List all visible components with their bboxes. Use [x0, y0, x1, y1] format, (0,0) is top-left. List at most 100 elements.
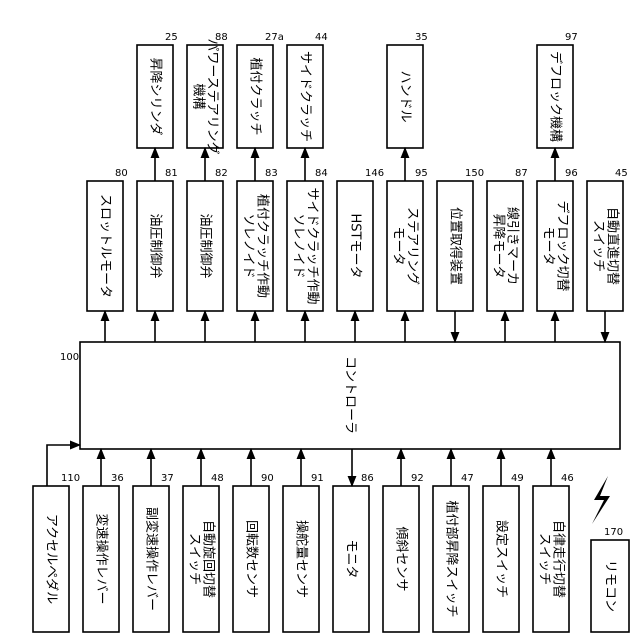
- hst-motor-label-1: HSTモータ: [348, 214, 363, 279]
- accelerator-pedal-block: アクセルペダル 110: [33, 473, 80, 632]
- auto-straight-switch-label-2: スイッチ: [591, 220, 606, 272]
- auto-turn-switch-label-2: スイッチ: [187, 533, 202, 585]
- planting-lift-switch-label-1: 植付部昇降スイッチ: [444, 500, 459, 617]
- handle-block: ハンドル 35: [387, 32, 428, 148]
- sub-shift-lever-ref: 37: [161, 473, 174, 484]
- deflock-label-1: デフロック機構: [548, 51, 564, 142]
- planting-lift-switch-ref: 47: [461, 473, 474, 484]
- auto-straight-switch-label-1: 自動直進切替: [605, 207, 620, 285]
- hydraulic-valve-2-block: 油圧制御弁 82: [187, 168, 228, 311]
- steering-motor-label-2: モータ: [391, 226, 406, 265]
- hydraulic-valve-2-ref: 82: [215, 168, 228, 179]
- steering-motor-block: ステアリングモータ 95: [387, 168, 428, 311]
- auto-turn-switch-ref: 48: [211, 473, 224, 484]
- hydraulic-valve-1-label-1: 油圧制御弁: [148, 213, 163, 278]
- power-steering-label-2: 機構: [191, 83, 206, 109]
- throttle-motor-label-1: スロットルモータ: [98, 194, 113, 298]
- throttle-motor-ref: 80: [115, 168, 128, 179]
- remote-ref: 170: [604, 527, 623, 538]
- monitor-ref: 86: [361, 473, 374, 484]
- middle-row: スロットルモータ80油圧制御弁81油圧制御弁82植付クラッチ作動ソレノイド83サ…: [87, 168, 628, 311]
- steering-sensor-block: 操舵量センサ 91: [283, 473, 324, 632]
- autonomous-switch-block: 自律走行切替スイッチ 46: [533, 473, 574, 632]
- marker-motor-label-1: 線引きマーカ: [505, 207, 521, 285]
- autonomous-switch-label-1: 自律走行切替: [551, 520, 566, 598]
- monitor-label-1: モニタ: [344, 539, 359, 578]
- steering-motor-label-1: ステアリング: [405, 207, 420, 285]
- wireless-icon: [592, 476, 610, 524]
- side-clutch-solenoid-label-1: サイドクラッチ作動: [305, 187, 320, 304]
- deflock-switch-label-1: デフロック切替: [555, 200, 571, 291]
- planting-clutch-ref: 27a: [265, 32, 284, 43]
- tilt-sensor-ref: 92: [411, 473, 424, 484]
- tilt-sensor-label-1: 傾斜センサ: [394, 526, 409, 591]
- auto-straight-switch-ref: 45: [615, 168, 628, 179]
- sub-shift-lever-block: 副変速操作レバー 37: [133, 473, 174, 632]
- position-device-label-1: 位置取得装置: [448, 207, 464, 285]
- steering-sensor-ref: 91: [311, 473, 324, 484]
- sub-shift-lever-label-1: 副変速操作レバー: [144, 507, 160, 611]
- power-steering-ref: 88: [215, 32, 228, 43]
- deflock-switch-block: デフロック切替モータ 96: [537, 168, 578, 311]
- autonomous-switch-label-2: スイッチ: [537, 533, 552, 585]
- steering-sensor-label-1: 操舵量センサ: [294, 520, 310, 598]
- accelerator-pedal-ref: 110: [61, 473, 80, 484]
- hst-motor-block: HSTモータ 146: [337, 168, 384, 311]
- hydraulic-valve-1-ref: 81: [165, 168, 178, 179]
- side-clutch-solenoid-block: サイドクラッチ作動ソレノイド 84: [287, 168, 328, 311]
- setting-switch-ref: 49: [511, 473, 524, 484]
- deflock-switch-label-2: モータ: [541, 226, 556, 265]
- deflock-block: デフロック機構97: [537, 32, 578, 148]
- hst-motor-ref: 146: [365, 168, 384, 179]
- lift-cylinder-ref: 25: [165, 32, 178, 43]
- auto-turn-switch-block: 自動旋回切替スイッチ48: [183, 473, 224, 632]
- shift-lever-label-1: 変速操作レバー: [94, 513, 110, 604]
- controller-label: コントローラ: [343, 356, 358, 434]
- connection-lines: [47, 148, 610, 524]
- planting-lift-switch-block: 植付部昇降スイッチ 47: [433, 473, 474, 632]
- controller-ref: 100: [60, 352, 79, 363]
- planting-clutch-solenoid-block: 植付クラッチ作動ソレノイド83: [237, 168, 278, 311]
- accelerator-pedal-label-1: アクセルペダル: [44, 514, 59, 604]
- setting-switch-label-1: 設定スイッチ: [494, 520, 510, 598]
- planting-clutch-solenoid-label-1: 植付クラッチ作動: [255, 194, 270, 298]
- hydraulic-valve-1-block: 油圧制御弁 81: [137, 168, 178, 311]
- power-steering-block: パワーステアリング機構 88: [187, 32, 228, 155]
- throttle-motor-block: スロットルモータ 80: [87, 168, 128, 311]
- hydraulic-valve-2-label-1: 油圧制御弁: [198, 213, 213, 278]
- bottom-row: アクセルペダル110変速操作レバー36副変速操作レバー37自動旋回切替スイッチ4…: [33, 473, 574, 632]
- side-clutch-label-1: サイドクラッチ: [298, 51, 313, 142]
- steering-motor-ref: 95: [415, 168, 428, 179]
- position-device-block: 位置取得装置 150: [437, 168, 484, 311]
- side-clutch-block: サイドクラッチ44: [287, 32, 328, 148]
- handle-label-1: ハンドル: [398, 70, 413, 122]
- deflock-switch-ref: 96: [565, 168, 578, 179]
- shift-lever-ref: 36: [111, 473, 124, 484]
- side-clutch-solenoid-label-2: ソレノイド: [291, 213, 306, 278]
- position-device-ref: 150: [465, 168, 484, 179]
- deflock-ref: 97: [565, 32, 578, 43]
- shift-lever-block: 変速操作レバー 36: [83, 473, 124, 632]
- handle-ref: 35: [415, 32, 428, 43]
- lift-cylinder-block: 昇降シリンダ 25: [137, 32, 178, 148]
- marker-motor-block: 線引きマーカ昇降モータ 87: [487, 168, 528, 311]
- rpm-sensor-label-1: 回転数センサ: [244, 520, 259, 598]
- remote-label: リモコン: [603, 560, 618, 612]
- marker-motor-label-2: 昇降モータ: [491, 213, 506, 278]
- side-clutch-solenoid-ref: 84: [315, 168, 328, 179]
- controller-block: コントローラ 100: [60, 342, 620, 449]
- rpm-sensor-block: 回転数センサ 90: [233, 473, 274, 632]
- planting-clutch-solenoid-ref: 83: [265, 168, 278, 179]
- top-row: 昇降シリンダ25パワーステアリング機構88植付クラッチ27aサイドクラッチ44ハ…: [137, 32, 578, 155]
- marker-motor-ref: 87: [515, 168, 528, 179]
- auto-straight-switch-block: 自動直進切替スイッチ 45: [587, 168, 628, 311]
- planting-clutch-block: 植付クラッチ27a: [237, 32, 284, 148]
- lift-cylinder-label-1: 昇降シリンダ: [148, 57, 163, 135]
- power-steering-label-1: パワーステアリング: [205, 38, 220, 154]
- monitor-block: モニタ 86: [333, 473, 374, 632]
- side-clutch-ref: 44: [315, 32, 328, 43]
- autonomous-switch-ref: 46: [561, 473, 574, 484]
- rpm-sensor-ref: 90: [261, 473, 274, 484]
- tilt-sensor-block: 傾斜センサ 92: [383, 473, 424, 632]
